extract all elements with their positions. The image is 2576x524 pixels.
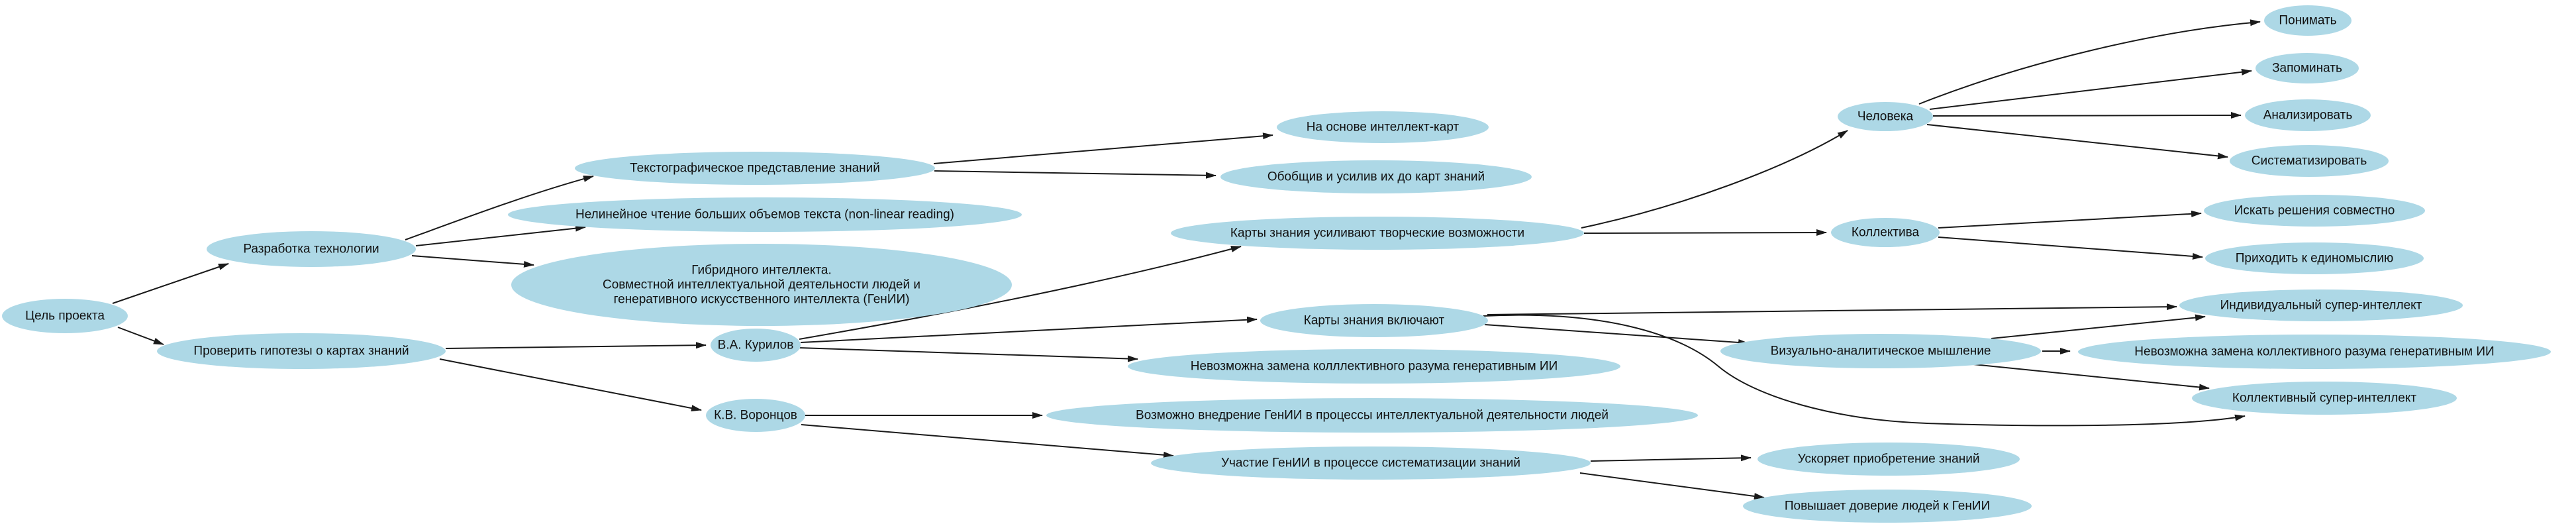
- edge-textogr-generalize: [934, 170, 1216, 179]
- node-ellipse-collsuper[interactable]: [2192, 382, 2457, 415]
- edge-tech-textogr: [405, 176, 594, 240]
- node-trust[interactable]: Повышает доверие людей к ГенИИ: [1743, 490, 2032, 523]
- edge-hypo-vorontsov: [439, 358, 702, 412]
- node-implement[interactable]: Возможно внедрение ГенИИ в процессы инте…: [1046, 398, 1698, 433]
- edge-include-individual: [1487, 303, 2177, 315]
- edge-hypo-kurilov: [445, 342, 707, 349]
- node-nonlinear[interactable]: Нелинейное чтение больших объемов текста…: [508, 197, 1022, 232]
- node-particip[interactable]: Участие ГенИИ в процессе систематизации …: [1151, 446, 1591, 480]
- node-collective[interactable]: Коллектива: [1831, 218, 1940, 247]
- node-ellipse-mindmaps[interactable]: [1277, 111, 1489, 143]
- node-ellipse-noreplace2[interactable]: [2078, 335, 2551, 369]
- edge-particip-trust: [1579, 472, 1765, 499]
- edge-collective-unanimity: [1938, 236, 2203, 260]
- edge-tech-nonlinear: [415, 225, 586, 246]
- node-ellipse-unanimity[interactable]: [2205, 242, 2424, 274]
- node-ellipse-collective[interactable]: [1831, 218, 1940, 247]
- edge-include-visual: [1484, 324, 1749, 346]
- node-ellipse-hypo[interactable]: [157, 333, 446, 369]
- node-unanimity[interactable]: Приходить к единомыслию: [2205, 242, 2424, 274]
- node-ellipse-human[interactable]: [1838, 102, 1933, 131]
- edge-collective-seek: [1938, 210, 2202, 229]
- node-visual[interactable]: Визуально-аналитическое мышление: [1720, 334, 2041, 368]
- node-accel[interactable]: Ускоряет приобретение знаний: [1758, 443, 2020, 476]
- node-noreplace1[interactable]: Невозможна замена колллективного разума …: [1128, 349, 1620, 384]
- node-ellipse-generalize[interactable]: [1220, 160, 1532, 193]
- edge-visual-collsuper: [1966, 363, 2210, 391]
- edge-textogr-mindmaps: [933, 132, 1273, 164]
- edge-creative-human: [1581, 130, 1848, 229]
- node-ellipse-noreplace1[interactable]: [1128, 349, 1620, 384]
- node-ellipse-implement[interactable]: [1046, 398, 1698, 433]
- edge-human-memorize: [1929, 68, 2252, 110]
- node-mindmaps[interactable]: На основе интеллект-карт: [1277, 111, 1489, 143]
- node-ellipse-kurilov[interactable]: [711, 329, 801, 362]
- edge-include-collsuper: [1483, 314, 2246, 427]
- node-ellipse-particip[interactable]: [1151, 446, 1591, 480]
- edge-kurilov-include: [800, 316, 1258, 343]
- node-goal[interactable]: Цель проекта: [2, 299, 128, 333]
- node-ellipse-systematize[interactable]: [2230, 145, 2389, 177]
- edge-vorontsov-particip: [801, 424, 1174, 458]
- node-ellipse-textogr[interactable]: [575, 152, 935, 185]
- node-ellipse-creative[interactable]: [1171, 217, 1584, 250]
- edge-goal-tech: [112, 263, 229, 304]
- edge-particip-accel: [1590, 454, 1752, 462]
- node-ellipse-memorize[interactable]: [2255, 53, 2359, 83]
- node-hybrid[interactable]: Гибридного интеллекта.Совместной интелле…: [511, 244, 1012, 326]
- node-ellipse-individual[interactable]: [2179, 289, 2463, 321]
- node-individual[interactable]: Индивидуальный супер-интеллект: [2179, 289, 2463, 321]
- edge-kurilov-noreplace1: [799, 347, 1138, 362]
- edge-visual-individual: [1991, 314, 2206, 339]
- node-ellipse-accel[interactable]: [1758, 443, 2020, 476]
- node-ellipse-visual[interactable]: [1720, 334, 2041, 368]
- node-ellipse-include[interactable]: [1260, 304, 1488, 337]
- node-noreplace2[interactable]: Невозможна замена коллективного разума г…: [2078, 335, 2551, 369]
- node-ellipse-hybrid[interactable]: [511, 244, 1012, 326]
- node-seek[interactable]: Искать решения совместно: [2204, 195, 2425, 227]
- edge-kurilov-creative: [799, 246, 1242, 340]
- node-analyze[interactable]: Анализировать: [2245, 99, 2371, 131]
- node-ellipse-tech[interactable]: [207, 231, 416, 267]
- node-ellipse-goal[interactable]: [2, 299, 128, 333]
- node-tech[interactable]: Разработка технологии: [207, 231, 416, 267]
- edge-human-analyze: [1932, 112, 2242, 119]
- node-textogr[interactable]: Текстографическое представление знаний: [575, 152, 935, 185]
- node-ellipse-seek[interactable]: [2204, 195, 2425, 227]
- node-generalize[interactable]: Обобщив и усилив их до карт знаний: [1220, 160, 1532, 193]
- node-collsuper[interactable]: Коллективный супер-интеллект: [2192, 382, 2457, 415]
- node-ellipse-nonlinear[interactable]: [508, 197, 1022, 232]
- node-include[interactable]: Карты знания включают: [1260, 304, 1488, 337]
- node-ellipse-trust[interactable]: [1743, 490, 2032, 523]
- node-ellipse-vorontsov[interactable]: [706, 399, 805, 432]
- node-human[interactable]: Человека: [1838, 102, 1933, 131]
- node-ellipse-analyze[interactable]: [2245, 99, 2371, 131]
- edge-tech-hybrid: [411, 255, 534, 268]
- node-kurilov[interactable]: В.А. Курилов: [711, 329, 801, 362]
- edge-human-understand: [1918, 19, 2261, 105]
- node-understand[interactable]: Понимать: [2264, 5, 2352, 36]
- edge-goal-hypo: [117, 327, 164, 345]
- node-memorize[interactable]: Запоминать: [2255, 53, 2359, 83]
- node-systematize[interactable]: Систематизировать: [2230, 145, 2389, 177]
- node-creative[interactable]: Карты знания усиливают творческие возмож…: [1171, 217, 1584, 250]
- node-hypo[interactable]: Проверить гипотезы о картах знаний: [157, 333, 446, 369]
- edge-human-systematize: [1926, 124, 2228, 160]
- node-ellipse-understand[interactable]: [2264, 5, 2352, 36]
- node-vorontsov[interactable]: К.В. Воронцов: [706, 399, 805, 432]
